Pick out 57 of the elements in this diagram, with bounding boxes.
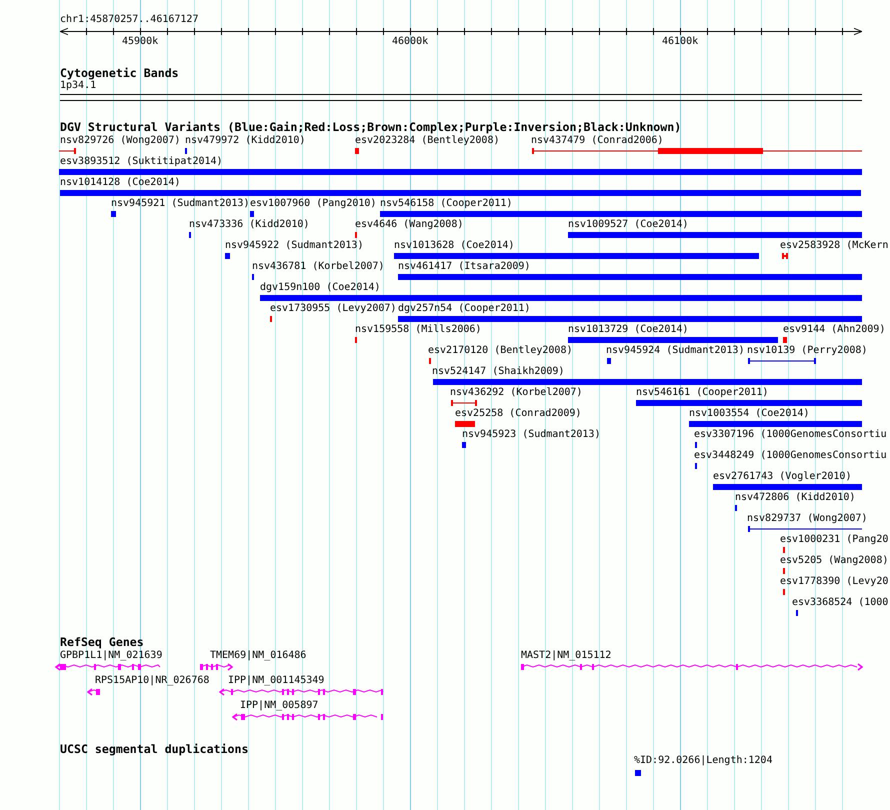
variant-label: nsv436292 (Korbel2007) xyxy=(450,388,582,398)
variant-label: esv3448249 (1000GenomesConsortiu xyxy=(694,451,887,461)
gene-label: TMEM69|NM_016486 xyxy=(210,651,306,661)
variant-label: nsv829726 (Wong2007) xyxy=(60,136,180,146)
tick-label: 46000k xyxy=(392,36,428,48)
variant-label: nsv546158 (Cooper2011) xyxy=(380,199,512,209)
variant-label: nsv1009527 (Coe2014) xyxy=(568,220,688,230)
variant-label: nsv472806 (Kidd2010) xyxy=(735,493,856,503)
tick-label: 45900k xyxy=(122,36,158,48)
track-heading: RefSeq Genes xyxy=(60,636,144,648)
chromosome-position: chr1:45870257..46167127 xyxy=(60,14,198,26)
variant-label: esv2583928 (McKern xyxy=(780,241,888,251)
tick-label: 46100k xyxy=(662,36,698,48)
variant-label: nsv10139 (Perry2008) xyxy=(747,346,868,356)
variant-label: esv9144 (Ahn2009) xyxy=(783,325,886,335)
variant-label: esv3368524 (1000 xyxy=(792,598,888,608)
track-heading: Cytogenetic Bands xyxy=(60,67,179,79)
variant-label: nsv945923 (Sudmant2013) xyxy=(462,430,600,440)
variant-label: nsv1003554 (Coe2014) xyxy=(689,409,810,419)
variant-label: nsv1014128 (Coe2014) xyxy=(60,178,180,188)
variant-label: nsv461417 (Itsara2009) xyxy=(398,262,530,272)
variant-label: esv4646 (Wang2008) xyxy=(355,220,464,230)
variant-label: nsv546161 (Cooper2011) xyxy=(636,388,768,398)
variant-label: nsv159558 (Mills2006) xyxy=(355,325,482,335)
variant-label: esv1778390 (Levy20 xyxy=(780,577,888,587)
track-heading: DGV Structural Variants (Blue:Gain;Red:Loss;Brown:Complex;Purple:Inversion;Black:Unknown) xyxy=(60,121,682,133)
variant-label: nsv945921 (Sudmant2013) xyxy=(111,199,250,209)
variant-label: esv1730955 (Levy2007) xyxy=(270,304,396,314)
variant-label: esv25258 (Conrad2009) xyxy=(455,409,582,419)
variant-label: nsv945922 (Sudmant2013) xyxy=(225,241,364,251)
variant-label: esv3307196 (1000GenomesConsortiu xyxy=(694,430,887,440)
variant-label: esv1007960 (Pang2010) xyxy=(250,199,376,209)
band-name: 1p34.1 xyxy=(60,80,96,92)
variant-label: nsv524147 (Shaikh2009) xyxy=(432,367,564,377)
variant-label: nsv473336 (Kidd2010) xyxy=(189,220,310,230)
variant-label: esv2023284 (Bentley2008) xyxy=(355,136,500,146)
variant-label: esv2170120 (Bentley2008) xyxy=(428,346,572,356)
variant-label: esv5205 (Wang2008) xyxy=(780,556,888,566)
gene-label: IPP|NM_001145349 xyxy=(228,676,324,686)
variant-label: dgv159n100 (Coe2014) xyxy=(260,283,380,293)
variant-label: nsv436781 (Korbel2007) xyxy=(252,262,384,272)
variant-label: nsv829737 (Wong2007) xyxy=(747,514,868,524)
gene-label: MAST2|NM_015112 xyxy=(521,651,612,661)
variant-label: dgv257n54 (Cooper2011) xyxy=(398,304,530,314)
gene-label: IPP|NM_005897 xyxy=(240,701,318,711)
variant-label: nsv479972 (Kidd2010) xyxy=(185,136,306,146)
variant-label: nsv945924 (Sudmant2013) xyxy=(606,346,744,356)
track-heading: UCSC segmental duplications xyxy=(60,743,248,755)
variant-label: esv2761743 (Vogler2010) xyxy=(713,472,852,482)
variant-label: nsv1013628 (Coe2014) xyxy=(394,241,514,251)
variant-label: esv1000231 (Pang20 xyxy=(780,535,888,545)
duplication-label: %ID:92.0266|Length:1204 xyxy=(634,756,772,766)
variant-label: nsv1013729 (Coe2014) xyxy=(568,325,688,335)
variant-label: nsv437479 (Conrad2006) xyxy=(531,136,664,146)
gene-label: RPS15AP10|NR_026768 xyxy=(95,676,210,686)
gene-label: GPBP1L1|NM_021639 xyxy=(60,651,162,661)
variant-label: esv3893512 (Suktitipat2014) xyxy=(60,157,223,167)
